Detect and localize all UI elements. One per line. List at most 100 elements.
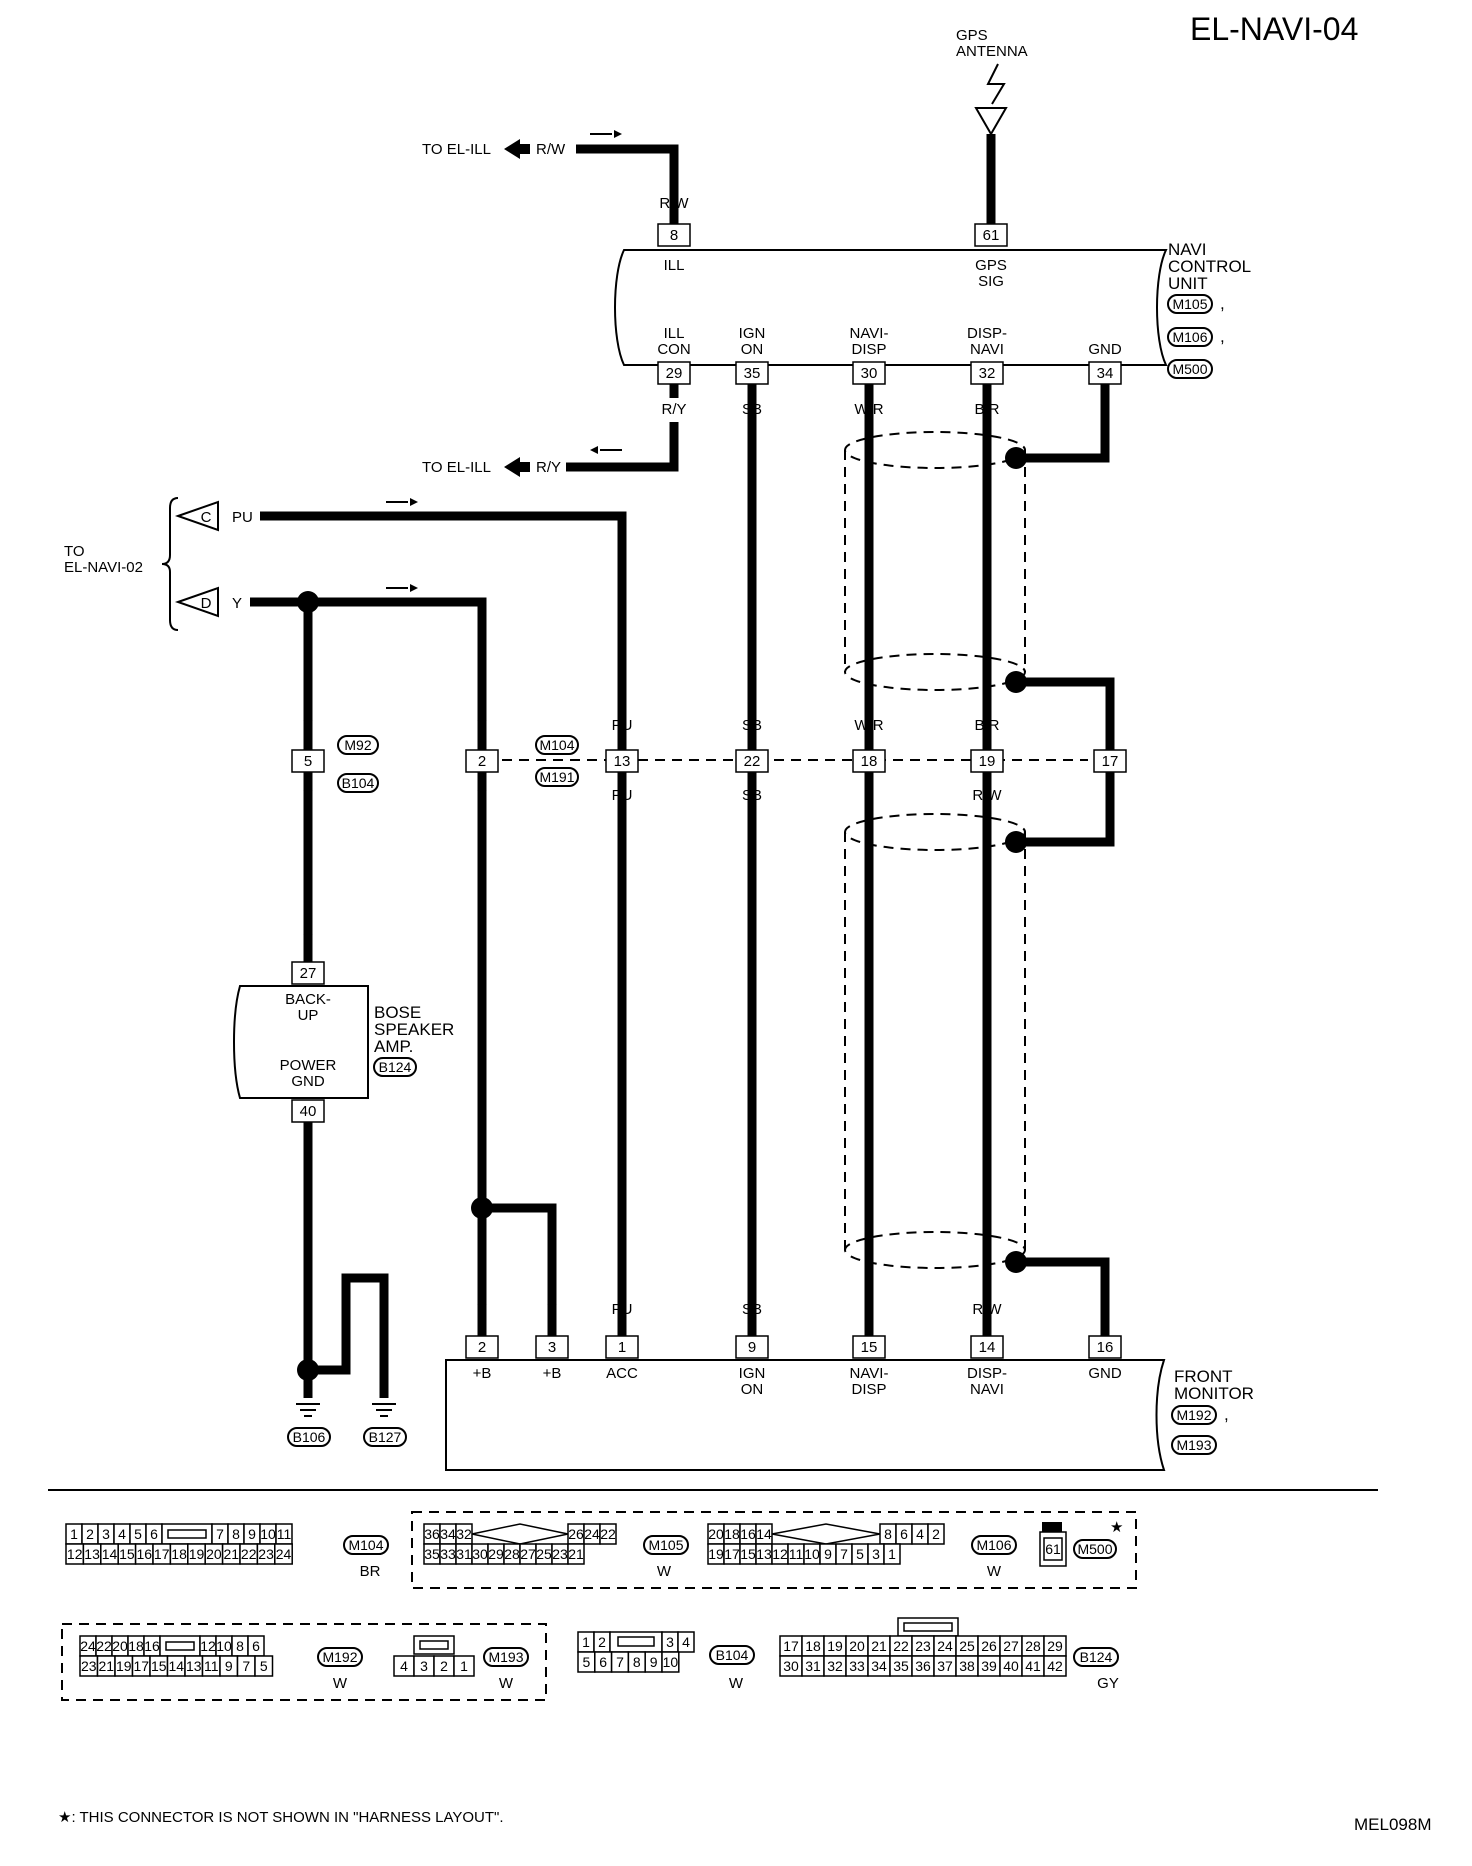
svg-text:D: D [201, 595, 212, 612]
connector-tag-text: M104 [348, 1537, 383, 1553]
pin-number: 33 [440, 1546, 456, 1562]
pin-number: 32 [456, 1526, 472, 1542]
svg-text:M500: M500 [1077, 1541, 1112, 1557]
connector-c-icon: C [174, 500, 219, 532]
pin-number: 39 [981, 1658, 997, 1674]
svg-text:B104: B104 [342, 775, 375, 791]
pin-number: 6 [150, 1526, 158, 1542]
svg-text:8: 8 [670, 227, 678, 244]
svg-text:2: 2 [478, 1339, 486, 1356]
svg-text:+B: +B [543, 1365, 562, 1382]
footer-code: MEL098M [1354, 1815, 1431, 1834]
monitor-pin-1: PU 1 ACC [605, 1301, 639, 1382]
pin-cell [254, 1655, 274, 1677]
pin-number: 24 [80, 1638, 96, 1654]
svg-text:GND: GND [1088, 341, 1122, 358]
to-ill-label-1: TO EL-ILL [422, 141, 491, 158]
pin-number: 16 [144, 1638, 160, 1654]
navi-pin-34: GND 34 [1088, 341, 1122, 385]
pin-number: 4 [682, 1634, 690, 1650]
connector-tag-text: B104 [716, 1647, 749, 1663]
svg-text:B: B [864, 787, 874, 804]
bose-amp-box [233, 985, 369, 1099]
pin-number: 2 [86, 1526, 94, 1542]
svg-text:ON: ON [741, 341, 764, 358]
svg-text:17: 17 [1102, 753, 1119, 770]
page-title: EL-NAVI-04 [1190, 11, 1358, 47]
direction-arrow-icon-1 [590, 130, 622, 138]
connector-tag [643, 1535, 689, 1555]
pin-cell [661, 1651, 680, 1673]
monitor-pin-2: Y 2 +B [465, 1301, 499, 1382]
pin-number: 23 [915, 1638, 931, 1654]
pin-number: 24 [937, 1638, 953, 1654]
amp-backup-1: BACK- [285, 991, 331, 1008]
pin-number: 20 [849, 1638, 865, 1654]
pin-number: 1 [888, 1546, 896, 1562]
svg-text:3: 3 [548, 1339, 556, 1356]
gnd-branch-wire [308, 1273, 389, 1398]
illcon-wire [566, 422, 679, 472]
svg-text:NAVI-: NAVI- [850, 1365, 889, 1382]
svg-text:SB: SB [742, 787, 762, 804]
to-navi02-brace [161, 497, 179, 631]
pin-number: 20 [112, 1638, 128, 1654]
connector-tag-B124-amp: B124 [373, 1057, 417, 1077]
svg-text:2: 2 [478, 753, 486, 770]
svg-text:1: 1 [618, 1339, 626, 1356]
connector-color: W [499, 1675, 514, 1692]
pin-number: 3 [872, 1546, 880, 1562]
pin-number: 17 [133, 1658, 149, 1674]
pin-number: 4 [118, 1526, 126, 1542]
pin-number: 1 [582, 1634, 590, 1650]
pin-number: 14 [756, 1526, 772, 1542]
svg-text:ILL: ILL [664, 325, 685, 342]
pin-number: 30 [472, 1546, 488, 1562]
svg-text:M193: M193 [1176, 1437, 1211, 1453]
group-box-navi [411, 1511, 1137, 1589]
pin-number: 36 [424, 1526, 440, 1542]
pin-number: 14 [168, 1658, 184, 1674]
connector-tag [709, 1645, 755, 1665]
pin-number: 29 [488, 1546, 504, 1562]
pin-number: 12 [772, 1546, 788, 1562]
gps-antenna-icon [974, 63, 1008, 137]
svg-text:32: 32 [979, 365, 996, 382]
svg-text:M191: M191 [539, 769, 574, 785]
sep-1: , [1220, 294, 1225, 313]
svg-text:M105: M105 [1172, 296, 1207, 312]
pin-number: 14 [102, 1546, 118, 1562]
navi-pin-61: 61 GPS SIG [974, 223, 1008, 290]
svg-text:Y: Y [477, 717, 487, 734]
amp-name-3: AMP. [374, 1037, 413, 1056]
svg-text:W/R: W/R [854, 717, 883, 734]
pin-number: 9 [650, 1654, 658, 1670]
connector-tag-B104: B104 [337, 773, 379, 793]
to-ill-label-2: TO EL-ILL [422, 459, 491, 476]
connector-tag-M191: M191 [535, 767, 579, 787]
pin-number: 18 [171, 1546, 187, 1562]
amp-pin-27: 27 [300, 965, 317, 982]
monitor-pin-14: R/W 14 DISP- NAVI [967, 1301, 1007, 1398]
pin-number: 9 [225, 1658, 233, 1674]
pin-number: 29 [1047, 1638, 1063, 1654]
navi-pin-32: DISP- NAVI 32 [967, 325, 1007, 385]
pin-number: 27 [520, 1546, 536, 1562]
svg-text:★: ★ [1110, 1519, 1123, 1536]
connector-color: BR [360, 1563, 381, 1580]
pin-number: 7 [216, 1526, 224, 1542]
navi-pin-35: IGN ON 35 [735, 325, 769, 385]
pin-number: 12 [67, 1546, 83, 1562]
connector-color: W [729, 1675, 744, 1692]
monitor-name-1: FRONT [1174, 1367, 1233, 1386]
svg-text:ACC: ACC [606, 1365, 638, 1382]
pin-number: 4 [400, 1658, 408, 1674]
connector-color: W [657, 1563, 672, 1580]
pin-number: 21 [871, 1638, 887, 1654]
pin-cell [927, 1523, 945, 1545]
shield-lower [844, 813, 1026, 1269]
pin-number: 19 [189, 1546, 205, 1562]
